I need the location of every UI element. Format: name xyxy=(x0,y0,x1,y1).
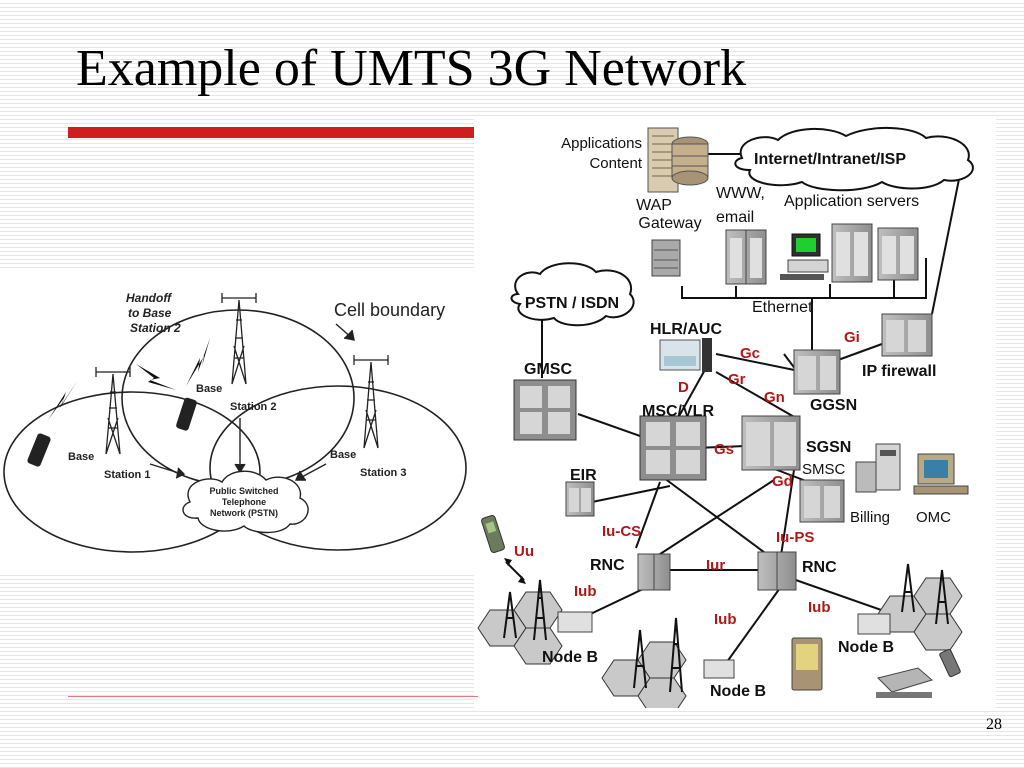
node-b-right-box-icon xyxy=(857,613,891,635)
tower-station-2-icon xyxy=(221,293,257,385)
interface-iu-cs-label: Iu-CS xyxy=(602,523,641,540)
base-station-2-label-b: Station 2 xyxy=(230,401,276,413)
application-server-workstation-icon xyxy=(780,233,829,280)
billing-computer-icon xyxy=(855,443,901,493)
interface-uu-label: Uu xyxy=(514,543,534,560)
cell-boundary-label: Cell boundary xyxy=(334,300,445,320)
applications-content-database-icon xyxy=(647,127,709,193)
base-station-3-label-a: Base xyxy=(330,449,356,461)
eir-label: EIR xyxy=(570,467,597,484)
interface-gs-label: Gs xyxy=(714,441,734,458)
footer-divider xyxy=(68,696,478,697)
gmsc-switch-icon xyxy=(513,379,577,441)
umts-network-diagram: Applications Content WAP Gateway WWW, em… xyxy=(474,118,996,715)
rnc-right-label: RNC xyxy=(802,559,837,576)
applications-label-line-2: Content xyxy=(589,155,642,172)
interface-gc-label: Gc xyxy=(740,345,760,362)
mobile-phone-icon xyxy=(481,514,505,554)
www-email-server-icon xyxy=(725,229,767,285)
application-server-1-icon xyxy=(831,223,873,283)
slide-title: Example of UMTS 3G Network xyxy=(76,40,747,97)
msc-vlr-switch-icon xyxy=(639,415,707,481)
base-station-1-label-a: Base xyxy=(68,451,94,463)
handoff-label-line-2: to Base xyxy=(128,306,172,320)
pstn-cloud xyxy=(182,470,309,534)
cell-2-boundary xyxy=(121,309,355,487)
interface-iub-left-label: Iub xyxy=(574,583,597,600)
signal-bolt-2-icon xyxy=(136,364,176,390)
handoff-label-line-3: Station 2 xyxy=(130,321,181,335)
cell-3-boundary xyxy=(209,385,467,551)
www-email-label-line-1: WWW, xyxy=(716,185,765,202)
title-accent-bar xyxy=(68,127,478,138)
pstn-isdn-label: PSTN / ISDN xyxy=(525,295,619,312)
ip-firewall-server-icon xyxy=(881,313,933,357)
omc-label: OMC xyxy=(916,509,951,526)
pstn-label-line-2: Telephone xyxy=(222,497,266,507)
node-b-right-label: Node B xyxy=(838,639,894,656)
mobile-phone-1-icon xyxy=(27,433,51,467)
pstn-label-line-3: Network (PSTN) xyxy=(210,508,278,518)
www-email-label-line-2: email xyxy=(716,209,754,226)
internet-label: Internet/Intranet/ISP xyxy=(754,151,906,168)
laptop-icon xyxy=(876,648,961,698)
internet-cloud xyxy=(734,127,974,192)
interface-gd-label: Gd xyxy=(772,473,793,490)
rnc-right-icon xyxy=(757,551,797,591)
interface-d-label: D xyxy=(678,379,689,396)
application-server-2-icon xyxy=(877,227,919,281)
page-number: 28 xyxy=(986,716,1002,733)
signal-bolt-3-icon xyxy=(186,338,210,386)
rnc-left-icon xyxy=(637,553,671,591)
applications-label-line-1: Applications xyxy=(561,135,642,152)
gmsc-label: GMSC xyxy=(524,361,572,378)
interface-gi-label: Gi xyxy=(844,329,860,346)
wap-gateway-label-line-1: WAP xyxy=(636,197,672,214)
cell-handoff-diagram: Handoff to Base Station 2 Cell boundary … xyxy=(0,268,474,574)
application-servers-label: Application servers xyxy=(784,193,919,210)
interface-gr-label: Gr xyxy=(728,371,746,388)
radio-link-arrow-icon xyxy=(505,561,525,581)
hlr-auc-label: HLR/AUC xyxy=(650,321,722,338)
cell-1-boundary xyxy=(3,391,261,553)
base-station-1-label-b: Station 1 xyxy=(104,469,150,481)
handoff-label-line-1: Handoff xyxy=(126,291,172,305)
smsc-server-icon xyxy=(799,479,845,523)
billing-label: Billing xyxy=(850,509,890,526)
node-b-center-box-icon xyxy=(703,659,735,679)
interface-gn-label: Gn xyxy=(764,389,785,406)
ethernet-label: Ethernet xyxy=(752,299,813,316)
pstn-isdn-cloud xyxy=(510,262,635,327)
pda-device-icon xyxy=(791,637,823,691)
wap-gateway-server-icon xyxy=(651,239,681,277)
node-b-left-tower-icon xyxy=(503,579,547,641)
ggsn-label: GGSN xyxy=(810,397,857,414)
eir-server-icon xyxy=(565,481,595,517)
hlr-auc-server-icon xyxy=(659,338,712,372)
sgsn-router-icon xyxy=(741,415,801,471)
interface-iub-center-label: Iub xyxy=(714,611,737,628)
pstn-label-line-1: Public Switched xyxy=(209,486,278,496)
omc-workstation-icon xyxy=(913,453,969,495)
mobile-phone-2-icon xyxy=(176,397,197,431)
interface-iur-label: Iur xyxy=(706,557,725,574)
ip-firewall-label: IP firewall xyxy=(862,363,936,380)
rnc-left-label: RNC xyxy=(590,557,625,574)
node-b-center-tower-icon xyxy=(633,617,683,693)
node-b-left-label: Node B xyxy=(542,649,598,666)
tower-station-1-icon xyxy=(95,367,131,455)
sgsn-label: SGSN xyxy=(806,439,851,456)
interface-iu-ps-label: Iu-PS xyxy=(776,529,814,546)
wap-gateway-label-line-2: Gateway xyxy=(638,215,701,232)
node-b-right-tower-icon xyxy=(901,563,949,625)
node-b-left-box-icon xyxy=(557,611,593,633)
smsc-label: SMSC xyxy=(802,461,846,478)
ggsn-router-icon xyxy=(793,349,841,395)
base-station-2-label-a: Base xyxy=(196,383,222,395)
node-b-center-label: Node B xyxy=(710,683,766,700)
base-station-3-label-b: Station 3 xyxy=(360,467,406,479)
interface-iub-right-label: Iub xyxy=(808,599,831,616)
msc-vlr-label: MSC/VLR xyxy=(642,403,714,420)
tower-station-3-icon xyxy=(353,355,389,449)
